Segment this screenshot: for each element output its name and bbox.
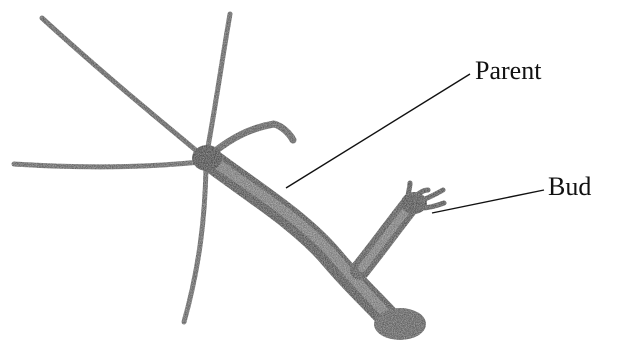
tentacle-left (14, 162, 200, 167)
tentacle-upper-left (42, 18, 205, 158)
bud-body-highlight (362, 207, 409, 268)
bud-leader-line (432, 190, 544, 213)
bud-label: Bud (548, 174, 591, 200)
tentacle-upper (207, 14, 230, 152)
parent-foot (374, 308, 426, 340)
tentacle-lower (184, 168, 206, 322)
parent-label: Parent (475, 58, 541, 84)
tentacle-right (214, 124, 293, 152)
bud-tentacle-1 (408, 183, 410, 198)
parent-head (192, 145, 222, 171)
parent-leader-line (286, 74, 470, 188)
